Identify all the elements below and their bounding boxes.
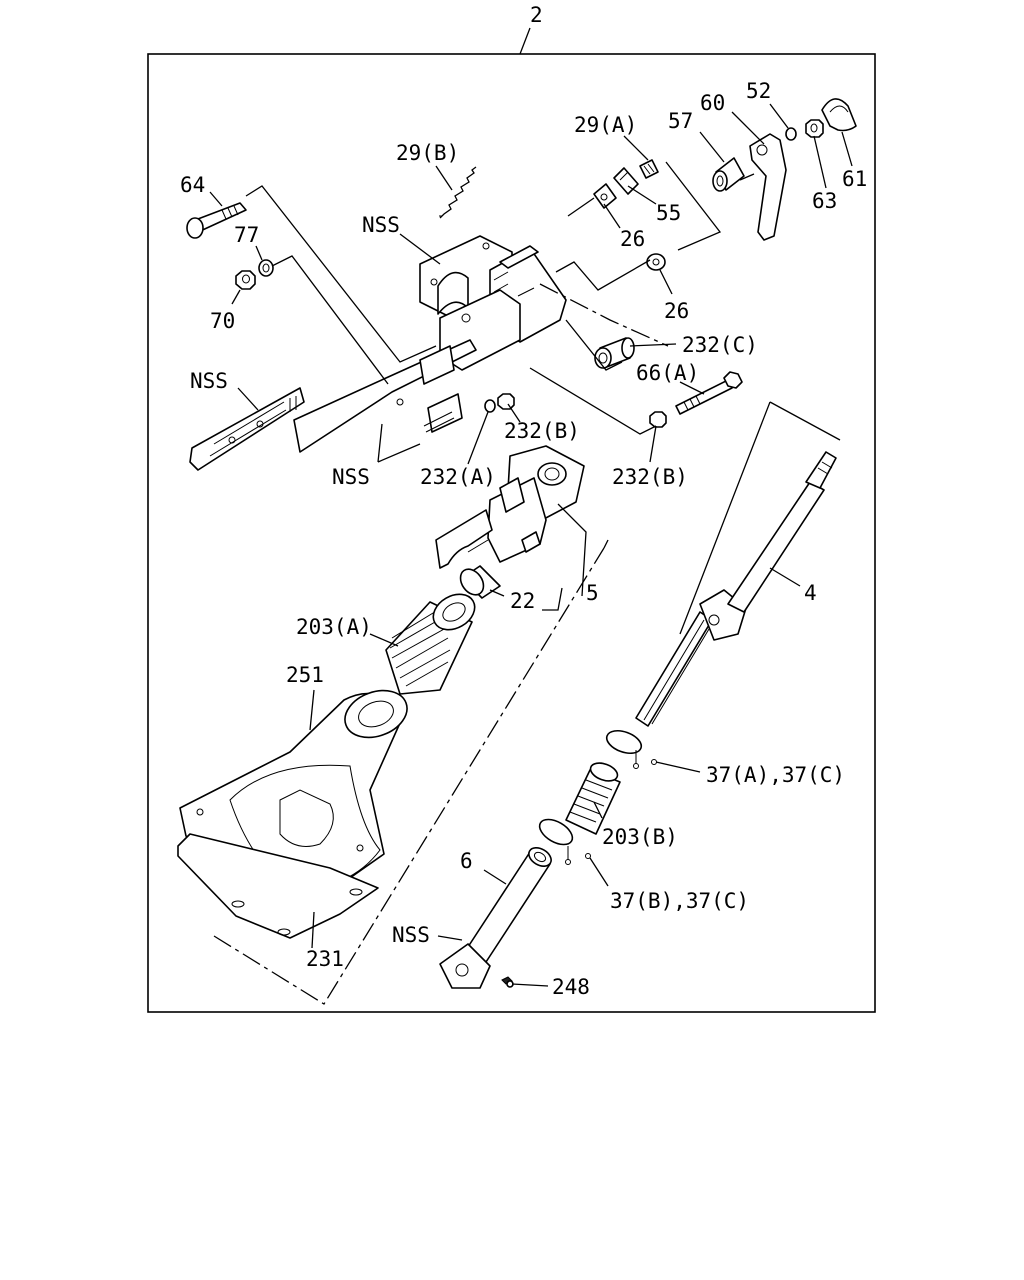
label-231: 231 (306, 947, 344, 971)
label-61: 61 (842, 167, 867, 191)
assembly-frame (147, 53, 876, 1013)
label-232a: 232(A) (420, 465, 496, 489)
label-22: 22 (510, 589, 535, 613)
collar-232c (594, 337, 635, 369)
label-nss-bottom: NSS (332, 465, 370, 489)
label-29a: 29(A) (574, 113, 637, 137)
label-232b-lower: 232(B) (612, 465, 688, 489)
label-232c: 232(C) (682, 333, 758, 357)
nut-232b-lower (649, 411, 667, 428)
label-64: 64 (180, 173, 205, 197)
nut-63 (805, 119, 824, 138)
label-37ac: 37(A),37(C) (706, 763, 845, 787)
label-63: 63 (812, 189, 837, 213)
label-251: 251 (286, 663, 324, 687)
assembly-boundaries (213, 161, 841, 1005)
leader-lines (209, 103, 853, 987)
label-52: 52 (746, 79, 771, 103)
tube-6 (439, 847, 552, 989)
label-26-upper: 26 (620, 227, 645, 251)
plate-26-upper (593, 183, 617, 209)
shaft-4 (635, 451, 837, 727)
label-29b: 29(B) (396, 141, 459, 165)
upper-bracket (419, 235, 567, 371)
plate-231 (177, 833, 379, 939)
nut-70 (235, 270, 256, 290)
callout-labels: 64 77 70 29(B) NSS NSS NSS 232(A) 232(B)… (180, 79, 867, 999)
washer-77 (258, 259, 274, 277)
label-nss-top: NSS (362, 213, 400, 237)
label-6: 6 (460, 849, 473, 873)
ring-37-upper (605, 729, 643, 755)
bracket-5 (435, 445, 585, 569)
label-4: 4 (804, 581, 817, 605)
washer-52 (785, 127, 797, 141)
boot-203b (565, 762, 621, 835)
spring-29a (639, 159, 659, 179)
label-203b: 203(B) (602, 825, 678, 849)
screw-248 (501, 976, 514, 988)
label-37bc: 37(B),37(C) (610, 889, 749, 913)
label-55: 55 (656, 201, 681, 225)
cover-61 (821, 98, 857, 132)
left-plate (189, 387, 305, 471)
nut-232b-upper (497, 393, 515, 410)
label-248: 248 (552, 975, 590, 999)
plate-55 (613, 167, 639, 195)
bolt-64 (186, 202, 247, 239)
spring-29b (439, 166, 477, 219)
lower-strap (293, 339, 477, 453)
label-60: 60 (700, 91, 725, 115)
label-232b-upper: 232(B) (504, 419, 580, 443)
label-203a: 203(A) (296, 615, 372, 639)
label-57: 57 (668, 109, 693, 133)
label-66a: 66(A) (636, 361, 699, 385)
label-26-lower: 26 (664, 299, 689, 323)
boot-203a (385, 593, 476, 695)
label-5: 5 (586, 581, 599, 605)
ring-37-lower (538, 818, 574, 846)
label-nss-lower: NSS (392, 923, 430, 947)
label-70: 70 (210, 309, 235, 333)
label-nss-left: NSS (190, 369, 228, 393)
nut-232a (484, 399, 496, 413)
label-77: 77 (234, 223, 259, 247)
assembly-number: 2 (530, 3, 543, 27)
cap-57 (712, 157, 745, 192)
lever-60 (749, 133, 787, 241)
bolt-66a (675, 371, 743, 415)
washer-26-lower (646, 253, 666, 271)
